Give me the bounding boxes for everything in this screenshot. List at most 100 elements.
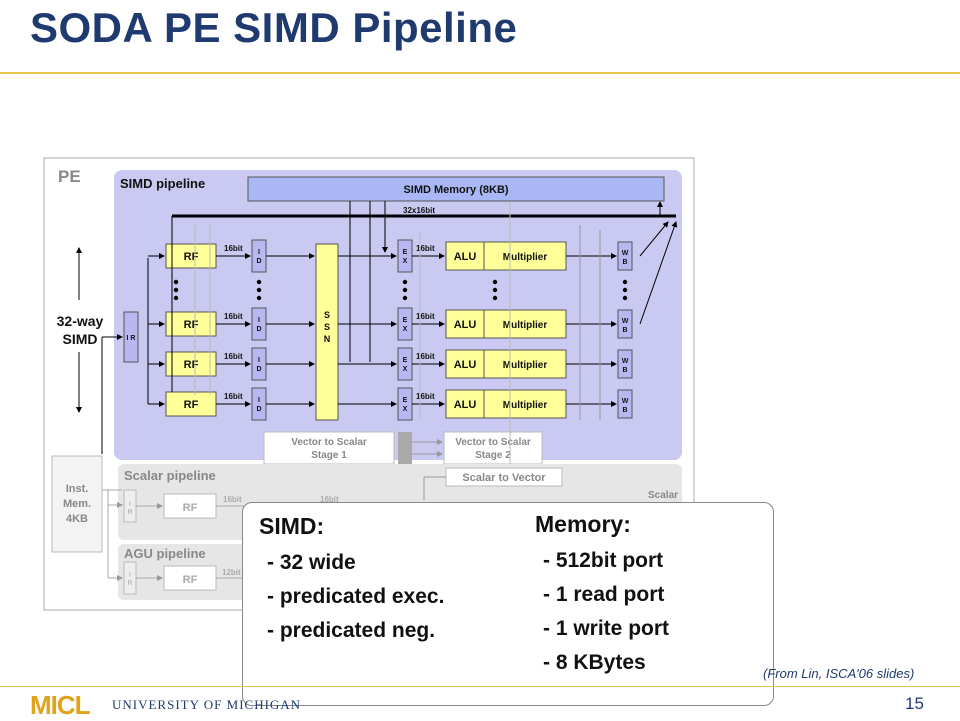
source-note: (From Lin, ISCA'06 slides)	[763, 666, 915, 681]
simd-memory-label: SIMD Memory (8KB)	[403, 184, 508, 196]
summary-callout: SIMD: - 32 wide - predicated exec. - pre…	[242, 502, 774, 706]
svg-text:Mem.: Mem.	[63, 498, 91, 510]
ex-label: X	[403, 366, 408, 373]
ex-block	[397, 347, 413, 381]
way-label-1: 32-way	[57, 313, 104, 329]
wb-label: B	[622, 367, 627, 374]
alu-block	[445, 349, 485, 379]
inst-mem-block	[51, 455, 103, 553]
multiplier-label: Multiplier	[503, 252, 548, 263]
svg-text:R: R	[127, 580, 132, 587]
alu-label: ALU	[454, 399, 477, 411]
rf-label: RF	[184, 251, 199, 263]
memory-item: - 512bit port	[543, 549, 664, 572]
ssn-block	[315, 243, 339, 421]
simd-pipeline-label: SIMD pipeline	[120, 176, 205, 191]
multiplier-label: Multiplier	[503, 360, 548, 371]
way-label-2: SIMD	[63, 331, 98, 347]
page-number: 15	[905, 694, 924, 713]
wb-label: W	[622, 398, 629, 405]
memory-item: - 1 write port	[543, 617, 670, 640]
svg-text:N: N	[324, 334, 331, 344]
ex-label: X	[403, 326, 408, 333]
ellipsis-dots	[173, 279, 628, 301]
multiplier-block	[483, 309, 567, 339]
bitwidth-label: 16bit	[416, 392, 435, 401]
svg-text:RF: RF	[183, 574, 198, 586]
svg-text:I R: I R	[127, 335, 136, 342]
alu-block	[445, 389, 485, 419]
svg-text:16bit: 16bit	[223, 495, 242, 504]
bitwidth-label: 16bit	[224, 352, 243, 361]
title-divider	[0, 72, 960, 74]
id-label: I	[258, 357, 260, 364]
scalar-side-label: Scalar	[648, 490, 678, 501]
wb-label: B	[622, 259, 627, 266]
ex-label: E	[403, 317, 408, 324]
bitwidth-label: 16bit	[224, 244, 243, 253]
rf-block	[165, 391, 217, 417]
bitwidth-label: 16bit	[224, 312, 243, 321]
id-label: D	[256, 326, 261, 333]
ex-label: E	[403, 357, 408, 364]
wb-label: W	[622, 318, 629, 325]
v2s-stage2	[443, 431, 543, 465]
ex-block	[397, 239, 413, 273]
wb-label: B	[622, 327, 627, 334]
svg-text:Vector to Scalar: Vector to Scalar	[455, 437, 531, 448]
svg-text:16bit: 16bit	[320, 495, 339, 504]
memory-item: - 8 KBytes	[543, 651, 646, 674]
multiplier-block	[483, 389, 567, 419]
wb-block	[617, 349, 633, 379]
svg-text:Stage 2: Stage 2	[475, 450, 511, 461]
micl-logo: MICL	[30, 690, 91, 720]
alu-label: ALU	[454, 319, 477, 331]
alu-label: ALU	[454, 359, 477, 371]
svg-text:Scalar to Vector: Scalar to Vector	[462, 472, 546, 484]
id-block	[251, 307, 267, 341]
wb-label: W	[622, 358, 629, 365]
multiplier-label: Multiplier	[503, 400, 548, 411]
svg-text:S: S	[324, 322, 330, 332]
university-name: UNIVERSITY OF MICHIGAN	[112, 697, 302, 712]
multiplier-block	[483, 349, 567, 379]
wb-block	[617, 241, 633, 271]
svg-text:12bit: 12bit	[222, 568, 241, 577]
bitwidth-label: 16bit	[416, 244, 435, 253]
rf-label: RF	[184, 359, 199, 371]
wb-block	[617, 309, 633, 339]
ex-label: E	[403, 397, 408, 404]
svg-text:Scalar pipeline: Scalar pipeline	[124, 468, 216, 483]
simd-item: - predicated exec.	[267, 585, 445, 608]
id-label: I	[258, 249, 260, 256]
id-block	[251, 239, 267, 273]
svg-text:4KB: 4KB	[66, 513, 88, 525]
wb-label: B	[622, 407, 627, 414]
svg-text:S: S	[324, 310, 330, 320]
svg-text:R: R	[127, 509, 132, 516]
simd-summary-heading: SIMD:	[259, 513, 325, 539]
rf-block	[165, 311, 217, 337]
bus-label: 32x16bit	[403, 206, 435, 215]
rf-block	[165, 351, 217, 377]
memory-summary: Memory: - 512bit port - 1 read port - 1 …	[535, 511, 669, 680]
id-block	[251, 387, 267, 421]
id-label: I	[258, 397, 260, 404]
ex-block	[397, 307, 413, 341]
rf-label: RF	[184, 319, 199, 331]
simd-item: - predicated neg.	[267, 619, 436, 642]
ir-block	[123, 311, 139, 363]
ex-block	[397, 387, 413, 421]
v2s-stage1	[263, 431, 395, 465]
memory-item: - 1 read port	[543, 583, 665, 606]
bitwidth-label: 16bit	[224, 392, 243, 401]
svg-text:AGU pipeline: AGU pipeline	[124, 546, 206, 561]
wb-label: W	[622, 250, 629, 257]
multiplier-block	[483, 241, 567, 271]
simd-item: - 32 wide	[267, 551, 356, 574]
svg-text:Vector to Scalar: Vector to Scalar	[291, 437, 367, 448]
footer-divider	[0, 686, 960, 687]
id-label: D	[256, 366, 261, 373]
multiplier-label: Multiplier	[503, 320, 548, 331]
